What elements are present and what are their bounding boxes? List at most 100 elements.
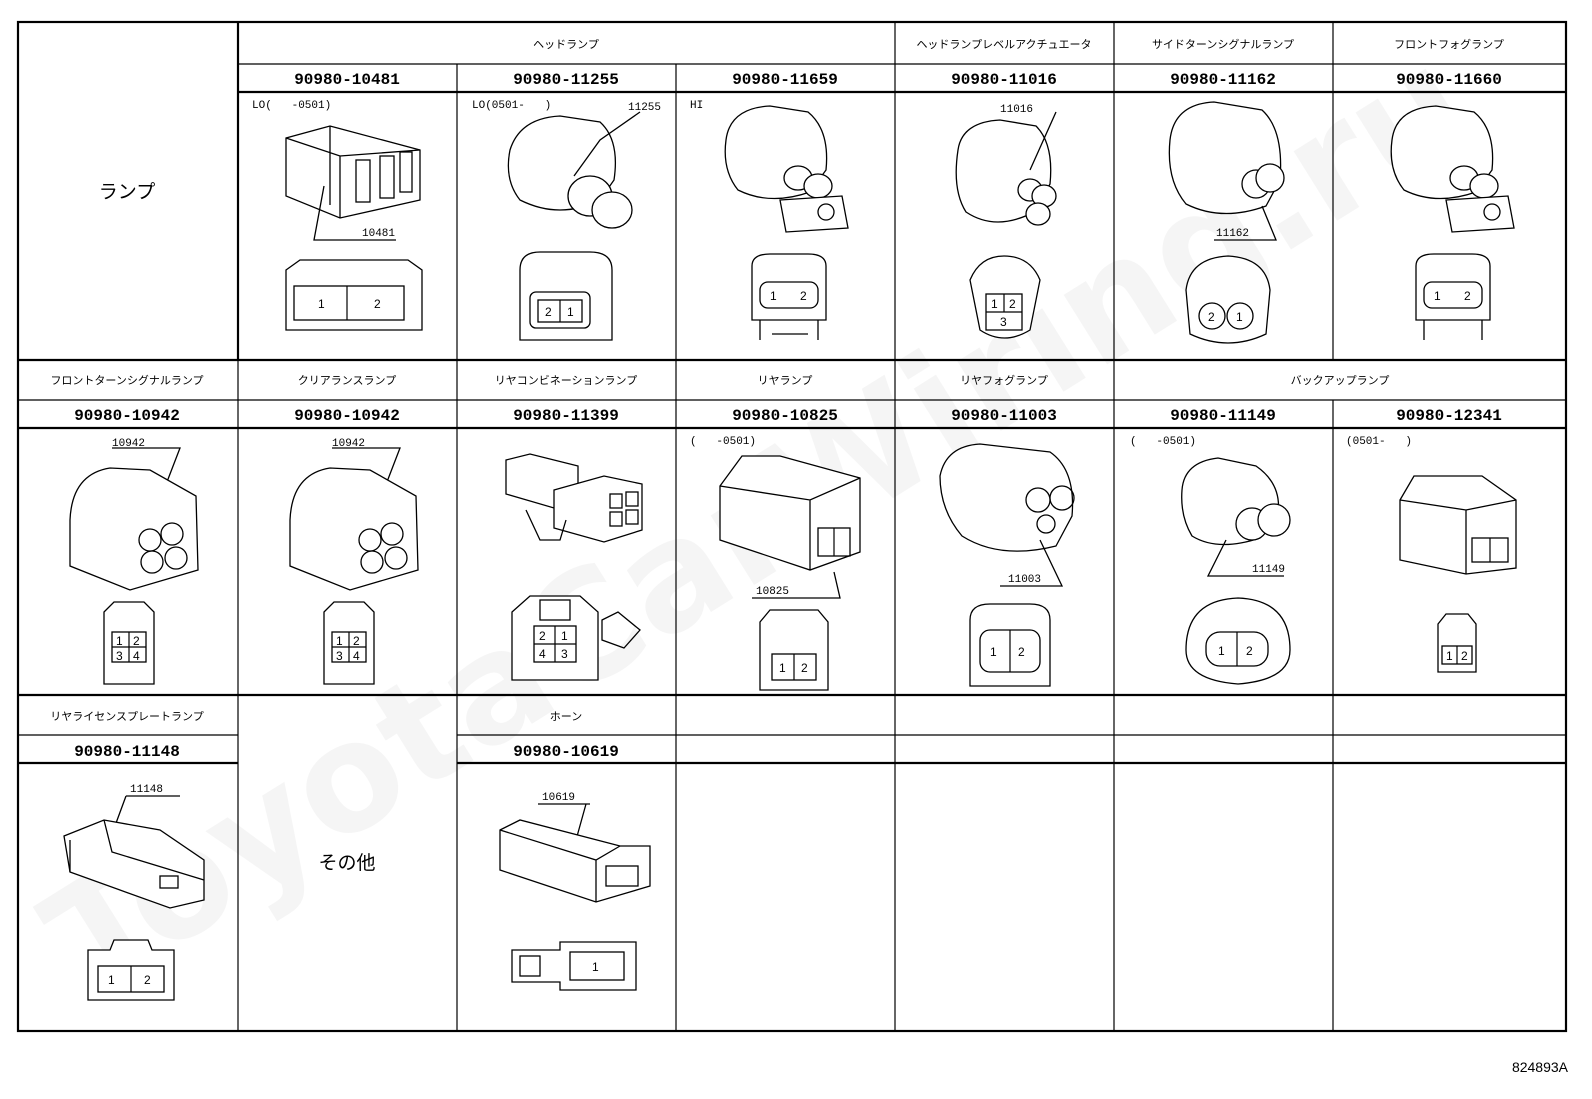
- part-number: 90980-10825: [732, 407, 838, 425]
- part-number: 90980-10481: [294, 71, 400, 89]
- pin-number: 2: [545, 305, 552, 319]
- pin-number: 1: [592, 960, 599, 974]
- connector-drawing-11149: 11149 1 2: [1181, 457, 1291, 685]
- pin-number: 2: [353, 634, 360, 648]
- table-grid: [16, 20, 1568, 1033]
- part-number: 90980-11255: [513, 71, 619, 89]
- connector-drawing-10619: 10619 1: [499, 792, 651, 991]
- pin-number: 2: [539, 629, 546, 643]
- figure-code: 824893A: [1511, 1059, 1568, 1075]
- callout-label: 10481: [362, 228, 395, 240]
- part-number: 90980-10942: [74, 407, 180, 425]
- group-title-rear-lamp: リヤランプ: [758, 374, 813, 387]
- pin-number: 2: [1461, 649, 1468, 663]
- group-title-clearance-lamp: クリアランスランプ: [298, 374, 396, 387]
- group-title-backup-lamp: バックアップランプ: [1291, 374, 1390, 387]
- pin-number: 2: [144, 973, 151, 987]
- callout-label: 10942: [112, 438, 145, 450]
- connector-drawing-11003: 11003 1 2: [939, 443, 1075, 687]
- group-title-rear-license-plate-lamp: リヤライセンスプレートランプ: [50, 710, 203, 723]
- part-number: 90980-10619: [513, 743, 619, 761]
- group-title-rear-fog-lamp: リヤフォグランプ: [960, 373, 1048, 387]
- cell-note: ( -0501): [1130, 436, 1196, 448]
- pin-number: 1: [990, 645, 997, 659]
- pin-number: 1: [779, 661, 786, 675]
- pin-number: 4: [353, 649, 360, 663]
- part-number: 90980-11399: [513, 407, 619, 425]
- category-other: その他: [318, 852, 375, 874]
- connector-drawing-10825: 10825 1 2: [719, 455, 861, 691]
- pin-number: 1: [770, 289, 777, 303]
- part-number: 90980-11660: [1396, 71, 1502, 89]
- part-number: 90980-10942: [294, 407, 400, 425]
- group-title-side-turn-signal: サイドターンシグナルランプ: [1152, 37, 1294, 51]
- part-number: 90980-11016: [951, 71, 1057, 89]
- connector-drawing-10942: 10942 1 2 3 4: [289, 438, 419, 685]
- connector-drawing-11659: 1 2: [724, 105, 849, 340]
- pin-number: 1: [116, 634, 123, 648]
- pin-number: 2: [801, 661, 808, 675]
- pin-number: 1: [991, 297, 998, 311]
- callout-label: 10942: [332, 438, 365, 450]
- connector-drawing-11162: 11162 2 1: [1168, 101, 1285, 344]
- pin-number: 3: [336, 649, 343, 663]
- group-title-front-fog-lamp: フロントフォグランプ: [1394, 37, 1504, 51]
- pin-number: 2: [800, 289, 807, 303]
- cell-note: (0501- ): [1346, 436, 1412, 448]
- cell-note: HI: [690, 100, 703, 112]
- group-title-rear-combination-lamp: リヤコンビネーションランプ: [495, 374, 637, 387]
- connector-drawing-11660: 1 2: [1390, 105, 1515, 340]
- callout-label: 11148: [130, 784, 163, 796]
- pin-number: 2: [1464, 289, 1471, 303]
- pin-number: 1: [1446, 649, 1453, 663]
- cell-note: LO( -0501): [252, 100, 331, 112]
- callout-label: 11149: [1252, 564, 1285, 576]
- connector-drawing-11399: 2 1 4 3: [505, 453, 643, 681]
- part-number: 90980-11003: [951, 407, 1057, 425]
- callout-label: 11255: [628, 102, 661, 114]
- pin-number: 1: [336, 634, 343, 648]
- pin-number: 1: [318, 297, 325, 311]
- connector-drawing-10942: 10942 1 2 3 4: [69, 438, 199, 685]
- part-number: 90980-11149: [1170, 407, 1276, 425]
- category-lamp: ランプ: [99, 181, 155, 203]
- callout-label: 11003: [1008, 574, 1041, 586]
- pin-number: 2: [133, 634, 140, 648]
- callout-label: 10619: [542, 792, 575, 804]
- pin-number: 2: [1246, 644, 1253, 658]
- cell-note: LO(0501- ): [472, 100, 551, 112]
- pin-number: 4: [539, 647, 546, 661]
- connector-drawing-12341: 1 2: [1399, 475, 1517, 673]
- pin-number: 3: [561, 647, 568, 661]
- pin-number: 2: [1208, 310, 1215, 324]
- connector-drawing-11255: 11255 2 1: [507, 102, 661, 341]
- pin-number: 4: [133, 649, 140, 663]
- group-title-horn: ホーン: [550, 710, 582, 723]
- cell-note: ( -0501): [690, 436, 756, 448]
- group-title-headlamp-leveling-actuator: ヘッドランプレベルアクチュエータ: [916, 38, 1091, 51]
- part-number: 90980-11162: [1170, 71, 1276, 89]
- pin-number: 1: [108, 973, 115, 987]
- connector-drawing-10481: 10481 1 2: [285, 125, 423, 331]
- callout-label: 10825: [756, 586, 789, 598]
- pin-number: 2: [1009, 297, 1016, 311]
- connector-drawing-11016: 11016 1 2 3: [955, 104, 1057, 339]
- part-number: 90980-11148: [74, 743, 180, 761]
- pin-number: 3: [1000, 315, 1007, 329]
- group-title-front-turn-signal: フロントターンシグナルランプ: [50, 373, 203, 387]
- group-title-headlamp: ヘッドランプ: [533, 38, 599, 51]
- callout-label: 11016: [1000, 104, 1033, 116]
- pin-number: 1: [1434, 289, 1441, 303]
- part-number: 90980-11659: [732, 71, 838, 89]
- pin-number: 1: [561, 629, 568, 643]
- connector-drawing-11148: 11148 1 2: [63, 784, 205, 1001]
- pin-number: 1: [1236, 310, 1243, 324]
- pin-number: 2: [1018, 645, 1025, 659]
- callout-label: 11162: [1216, 228, 1249, 240]
- pin-number: 1: [567, 305, 574, 319]
- pin-number: 2: [374, 297, 381, 311]
- pin-number: 3: [116, 649, 123, 663]
- pin-number: 1: [1218, 644, 1225, 658]
- part-number: 90980-12341: [1396, 407, 1502, 425]
